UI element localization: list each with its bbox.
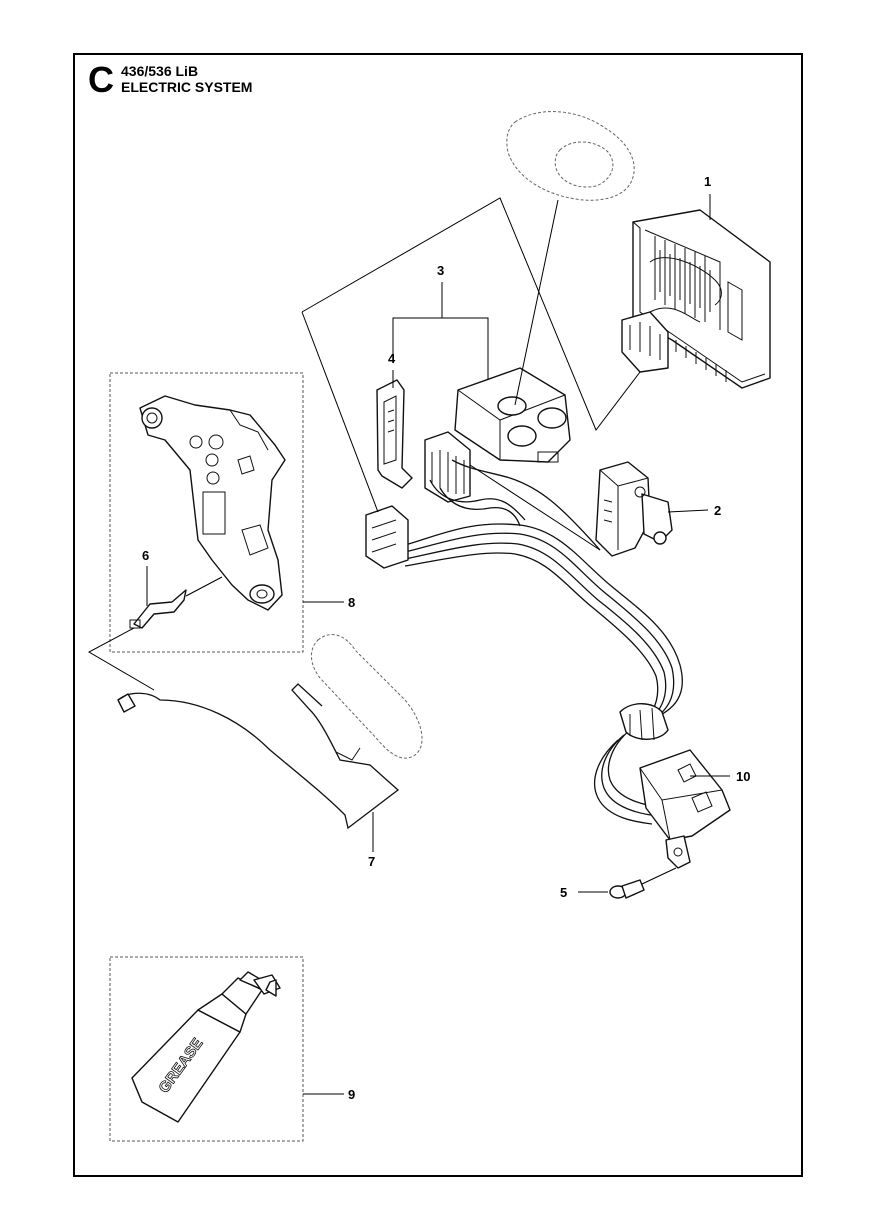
part-4-clip[interactable]: [376, 379, 413, 489]
leader-lines: [87, 194, 730, 1095]
part-6-spring-plate[interactable]: [129, 589, 187, 629]
group-9-box: [109, 956, 304, 1142]
callout-7[interactable]: 7: [368, 854, 375, 869]
part-5-screw[interactable]: [609, 879, 645, 899]
diagram-frame: [73, 53, 803, 1177]
part-1-control-module[interactable]: [621, 209, 771, 389]
callout-8[interactable]: 8: [348, 595, 355, 610]
wire-harness: [404, 459, 683, 825]
section-title: ELECTRIC SYSTEM: [121, 79, 252, 95]
model-name: 436/536 LiB: [121, 63, 198, 79]
group-8-box: [109, 372, 304, 653]
callout-5[interactable]: 5: [560, 885, 567, 900]
callout-1[interactable]: 1: [704, 174, 711, 189]
part-8-bracket[interactable]: [139, 395, 286, 611]
section-letter: C: [88, 59, 114, 100]
callout-3[interactable]: 3: [437, 263, 444, 278]
callout-10[interactable]: 10: [736, 769, 750, 784]
part-9-grease-tube[interactable]: GREASE: [131, 971, 281, 1123]
phantom-cover: [506, 111, 635, 201]
callout-9[interactable]: 9: [348, 1087, 355, 1102]
phantom-handle: [311, 634, 423, 759]
part-3-battery-terminal[interactable]: [424, 367, 571, 503]
part-10-battery-connector[interactable]: [639, 749, 731, 869]
part-2-switch[interactable]: [595, 461, 673, 557]
callout-6[interactable]: 6: [142, 548, 149, 563]
harness-connector[interactable]: [365, 505, 409, 569]
callout-2[interactable]: 2: [714, 503, 721, 518]
callout-labels: 1 2 3 4 5 6 7 8 9 10: [142, 174, 750, 1102]
part-7-wire-spring[interactable]: [117, 683, 400, 830]
callout-4[interactable]: 4: [388, 351, 396, 366]
